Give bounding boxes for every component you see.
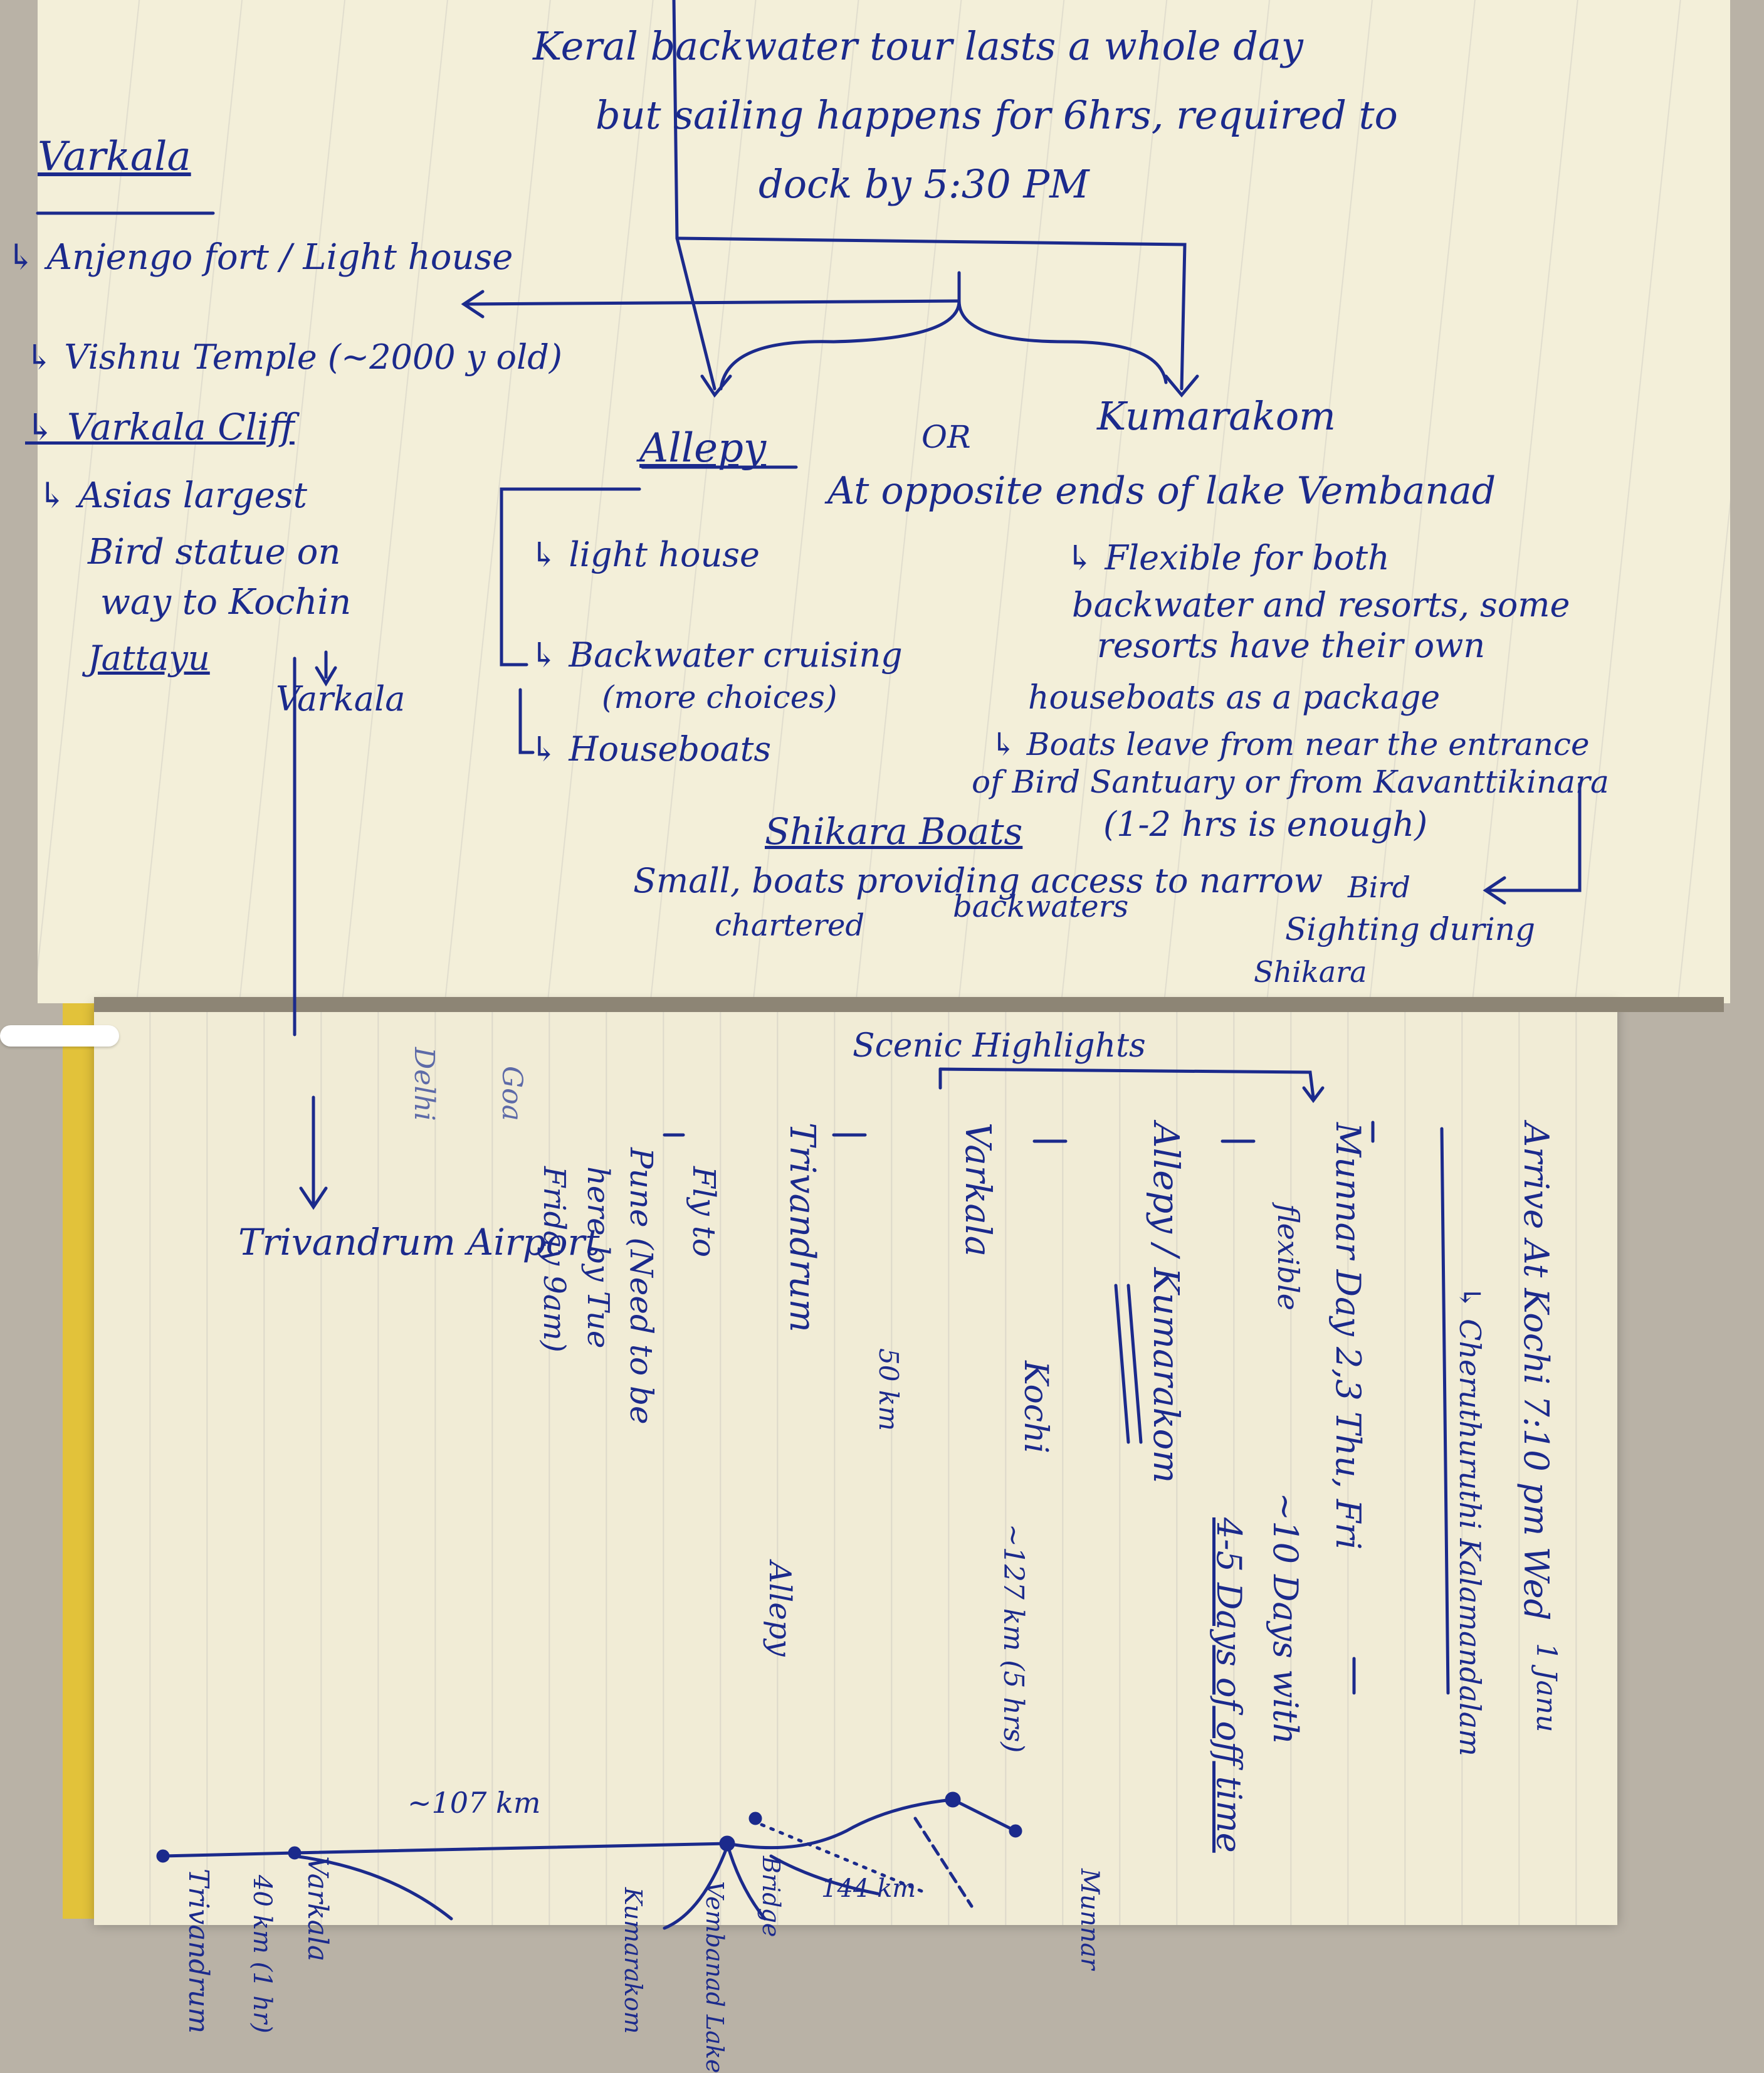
itinerary-fly-to: Fly to: [686, 1166, 722, 1258]
arrowhead-bird: [1483, 876, 1506, 905]
label-allepy: Allepy: [639, 425, 767, 472]
map-label-vembanad-lake: Vembanad Lake: [701, 1881, 728, 2073]
arrowhead-lighthouse: [461, 290, 485, 319]
itinerary-arrive-kochi: Arrive At Kochi 7:10 pm Wed: [1516, 1122, 1556, 1621]
list-item-jattayu: Jattayu: [88, 638, 210, 678]
itinerary-delhi: Delhi: [408, 1047, 440, 1121]
map-label-munnar: Munnar: [1075, 1869, 1104, 1970]
heading-varkala: Varkala: [38, 134, 191, 180]
itinerary-pune: Pune (Need to be: [623, 1147, 659, 1425]
list-item-asias-largest: ↳ Asias largest: [38, 475, 308, 516]
label-or: OR: [921, 419, 971, 455]
map-label-bridge: Bridge: [757, 1856, 785, 1938]
itinerary-munnar: Munnar Day 2,3 Thu, Fri: [1328, 1122, 1368, 1550]
shikara-chartered: chartered: [715, 908, 865, 943]
itinerary-friday: Friday 9am): [537, 1166, 572, 1353]
tour-note-line-2: but sailing happens for 6hrs, required t…: [596, 92, 1398, 138]
list-item-bird-statue: Bird statue on: [88, 532, 341, 572]
map-route-varkala-south: [293, 1854, 453, 1921]
itinerary-allepy-kumarakom: Allepy / Kumarakom: [1145, 1122, 1186, 1484]
itinerary-goa: Goa: [496, 1066, 528, 1121]
allepy-item-more-choices: (more choices): [602, 679, 837, 715]
label-varkala-arrow: Varkala: [276, 679, 406, 719]
map-distance-50km: 50 km: [873, 1348, 904, 1432]
allepy-item-lighthouse: ↳ light house: [530, 535, 760, 574]
kumarakom-note-6: of Bird Santuary or from Kavanttikinara: [972, 764, 1609, 800]
itinerary-trivandrum: Trivandrum: [782, 1122, 822, 1332]
arrow-to-lighthouse: [462, 271, 961, 306]
kumarakom-note-4: houseboats as a package: [1028, 679, 1441, 717]
itinerary-10-days: ~10 Days with: [1266, 1492, 1305, 1744]
tour-note-line-1: Keral backwater tour lasts a whole day: [533, 23, 1303, 69]
kumarakom-note-2: backwater and resorts, some: [1072, 585, 1570, 625]
allepy-item-houseboats: ↳ Houseboats: [530, 729, 772, 769]
arrow-bird-sighting: [1484, 782, 1582, 892]
list-item-anjengo: ↳ Anjengo fort / Light house: [6, 237, 513, 278]
itinerary-off-time: 4-5 Days of off time: [1209, 1517, 1249, 1853]
notebook-page-top: [38, 0, 1730, 1003]
arrowhead-kumarakom: [1164, 374, 1199, 398]
map-distance-144km: 144 km: [821, 1874, 916, 1903]
kumarakom-note-3: resorts have their own: [1097, 626, 1486, 665]
arrowhead-allepy: [700, 374, 732, 398]
bird-sighting-3: Shikara: [1254, 955, 1367, 989]
map-label-kumarakom: Kumarakom: [619, 1887, 647, 2034]
trivandrum-airport: Trivandrum Airport: [238, 1221, 600, 1263]
map-label-allepy: Allepy: [762, 1561, 797, 1657]
kumarakom-note-1: ↳ Flexible for both: [1066, 538, 1390, 578]
shikara-description: Small, boats providing access to narrow: [633, 861, 1323, 900]
map-label-varkala: Varkala: [302, 1856, 333, 1962]
map-distance-107km: ~107 km: [407, 1786, 541, 1820]
brace-allepy-kumarakom: [719, 300, 1168, 391]
map-label-trivandrum: Trivandrum: [182, 1869, 214, 2034]
map-route-allepy-kochi: [725, 1798, 955, 1850]
map-route-varkala-allepy: [161, 1842, 729, 1858]
label-kumarakom: Kumarakom: [1097, 393, 1336, 439]
opposite-ends-note: At opposite ends of lake Vembanad: [827, 469, 1496, 513]
itinerary-varkala: Varkala: [957, 1122, 998, 1257]
notebook-page-bottom: [94, 1003, 1617, 1925]
map-varkala-distance: 40 km (1 hr): [248, 1875, 276, 2033]
tour-note-line-3: dock by 5:30 PM: [759, 161, 1089, 207]
line-to-kumarakom: [675, 236, 1187, 391]
shikara-heading: Shikara Boats: [765, 810, 1023, 853]
list-item-varkala-cliff: ↳ Varkala Cliff: [25, 406, 295, 448]
list-item-vishnu-temple: ↳ Vishnu Temple (~2000 y old): [25, 337, 562, 377]
itinerary-kochi: Kochi: [1017, 1361, 1054, 1454]
bird-sighting-2: Sighting during: [1285, 911, 1535, 947]
itinerary-1-janu: 1 Janu: [1530, 1643, 1562, 1733]
itinerary-cheruthuruthi: ↳ Cheruthuruthi Kalamandalam: [1453, 1285, 1487, 1756]
itinerary-flexible: flexible: [1271, 1204, 1305, 1311]
list-item-way-to-kochin: way to Kochin: [100, 582, 352, 623]
bird-sighting-1: Bird: [1348, 870, 1410, 904]
bookmark-ribbon: [0, 1025, 119, 1047]
kumarakom-note-5: ↳ Boats leave from near the entrance: [990, 726, 1590, 762]
map-kochi-distance: ~127 km (5 hrs): [997, 1524, 1029, 1753]
allepy-item-backwater-cruising: ↳ Backwater cruising: [530, 635, 903, 675]
itinerary-here-by: here by Tue: [580, 1166, 616, 1349]
shikara-duration: (1-2 hrs is enough): [1103, 804, 1428, 844]
scenic-highlights: Scenic Highlights: [853, 1027, 1146, 1065]
bracket-allepy-items: [500, 487, 641, 667]
notebook-spine: [94, 997, 1724, 1012]
bracket-houseboats: [518, 688, 535, 754]
ink-drawing-layer: [36, 0, 1582, 1930]
shikara-backwaters: backwaters: [953, 889, 1129, 924]
